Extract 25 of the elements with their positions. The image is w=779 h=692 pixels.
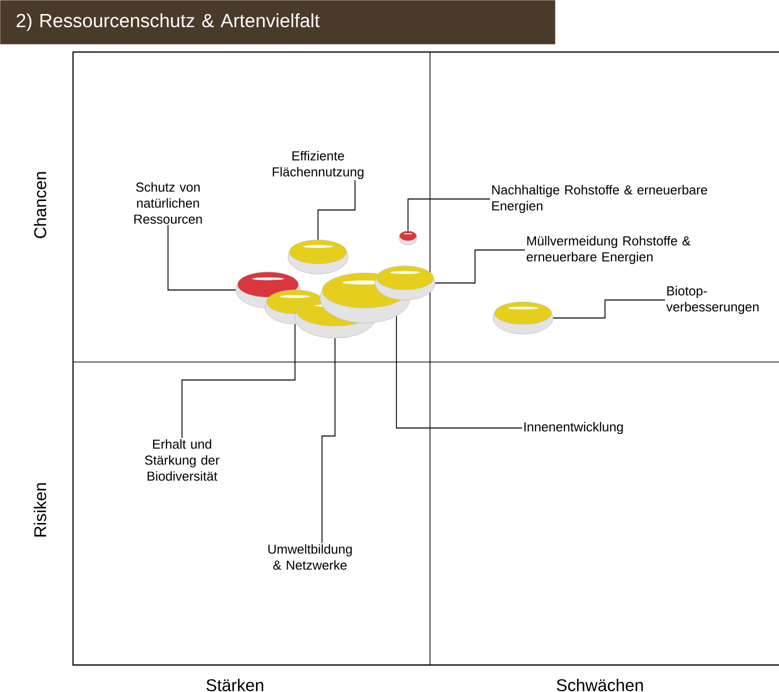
leader-line [408, 198, 490, 232]
leader-line [318, 180, 356, 240]
bubble-label: Schutz von natürlichen Ressourcen [134, 182, 202, 224]
bubble-label: Innenentwicklung [524, 422, 623, 434]
bubble [398, 230, 418, 246]
bubble-label: Müllvermeidung Rohstoffe & erneuerbare Energien [526, 236, 690, 264]
axis-label: Schwächen [556, 678, 643, 692]
leader-line [182, 324, 296, 438]
bubble [374, 266, 436, 300]
axis-label: Risiken [34, 483, 46, 536]
leader-line [168, 224, 236, 290]
bubble [492, 302, 554, 334]
bubble-label: Biotop- verbesserungen [666, 286, 759, 314]
bubble-label: Nachhaltige Rohstoffe & erneuerbare Energien [492, 184, 708, 214]
bubble-label: Effiziente Flächennutzung [272, 150, 364, 180]
bubble [288, 240, 348, 274]
axis-label: Chancen [34, 172, 46, 238]
bubble-label: Umweltbildung & Netzwerke [268, 544, 352, 570]
leader-line [552, 300, 666, 318]
leader-line [322, 338, 336, 544]
bubble-label: Erhalt und Stärkung der Biodiversität [145, 439, 220, 481]
leader-line [434, 250, 526, 284]
leader-line [396, 316, 522, 428]
axis-label: Stärken [206, 678, 264, 692]
title-banner: 2) Ressourcenschutz & Artenvielfalt [0, 0, 556, 44]
